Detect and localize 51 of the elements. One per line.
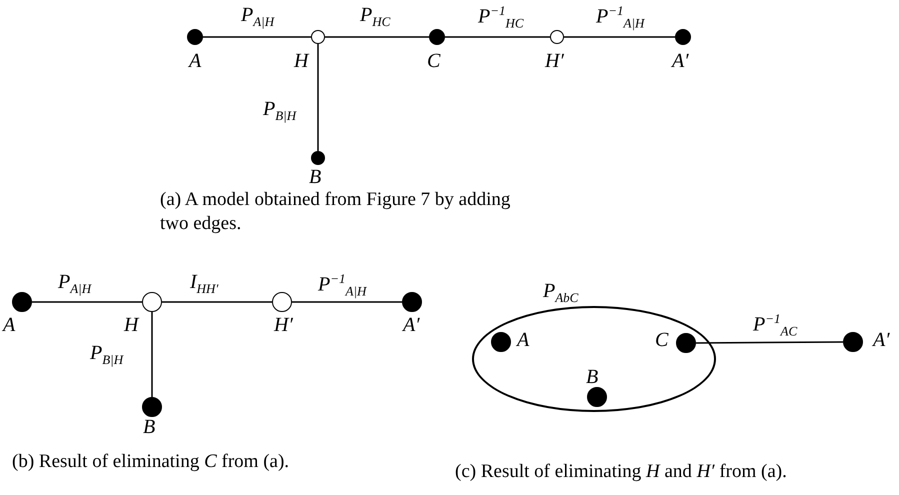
filled-vertex	[587, 387, 607, 407]
edge-label: P$_{B|H}$	[90, 342, 124, 369]
edge-line	[696, 341, 843, 344]
filled-vertex	[187, 29, 203, 45]
vertex-label: A′	[873, 329, 890, 351]
edge-line	[445, 36, 550, 38]
vertex-label: A	[3, 314, 16, 336]
edge-label: P$_{HC}$	[360, 4, 390, 31]
vertex-label: C	[655, 329, 668, 351]
edge-label: P$_{A|H}$	[58, 271, 92, 298]
filled-vertex	[675, 29, 691, 45]
edge-label: P$_{B|H}$	[263, 98, 296, 125]
filled-vertex	[491, 332, 511, 352]
vertex-label: C	[427, 50, 440, 72]
vertex-label: A′	[672, 50, 689, 72]
vertex-label: H′	[545, 50, 564, 72]
edge-line	[292, 301, 402, 303]
figure-caption: (c) Result of eliminating H and H′ from (a).	[455, 460, 788, 484]
filled-vertex	[843, 332, 863, 352]
ellipse-label: P$_{AbC}$	[543, 280, 578, 307]
vertex-label: H	[294, 50, 308, 72]
filled-vertex	[142, 397, 162, 417]
vertex-label: B	[309, 166, 322, 188]
hollow-vertex	[272, 292, 292, 312]
edge-line	[151, 312, 153, 397]
filled-vertex	[429, 29, 445, 45]
edge-line	[203, 36, 311, 38]
edge-line	[162, 301, 272, 303]
figure-caption: (a) A model obtained from Figure 7 by adding two edges.	[160, 188, 512, 236]
edge-line	[564, 36, 675, 38]
hollow-vertex	[311, 30, 325, 44]
vertex-label: A	[189, 50, 202, 72]
vertex-label: H′	[274, 314, 293, 336]
edge-label: I$_{HH′}$	[190, 271, 218, 298]
edge-line	[317, 44, 319, 151]
edge-line	[32, 301, 142, 303]
hollow-vertex	[550, 30, 564, 44]
hollow-vertex	[142, 292, 162, 312]
ellipse	[472, 306, 716, 412]
vertex-label: B	[143, 416, 156, 438]
filled-vertex	[12, 292, 32, 312]
vertex-label: H	[124, 314, 138, 336]
vertex-label: A′	[403, 314, 420, 336]
edge-label: P$_{A|H}$	[241, 4, 274, 31]
edge-line	[325, 36, 429, 38]
vertex-label: B	[586, 366, 598, 388]
filled-vertex	[402, 292, 422, 312]
filled-vertex	[676, 333, 696, 353]
figure-caption: (b) Result of eliminating C from (a).	[12, 450, 290, 474]
vertex-label: A	[517, 329, 530, 351]
filled-vertex	[311, 151, 325, 165]
